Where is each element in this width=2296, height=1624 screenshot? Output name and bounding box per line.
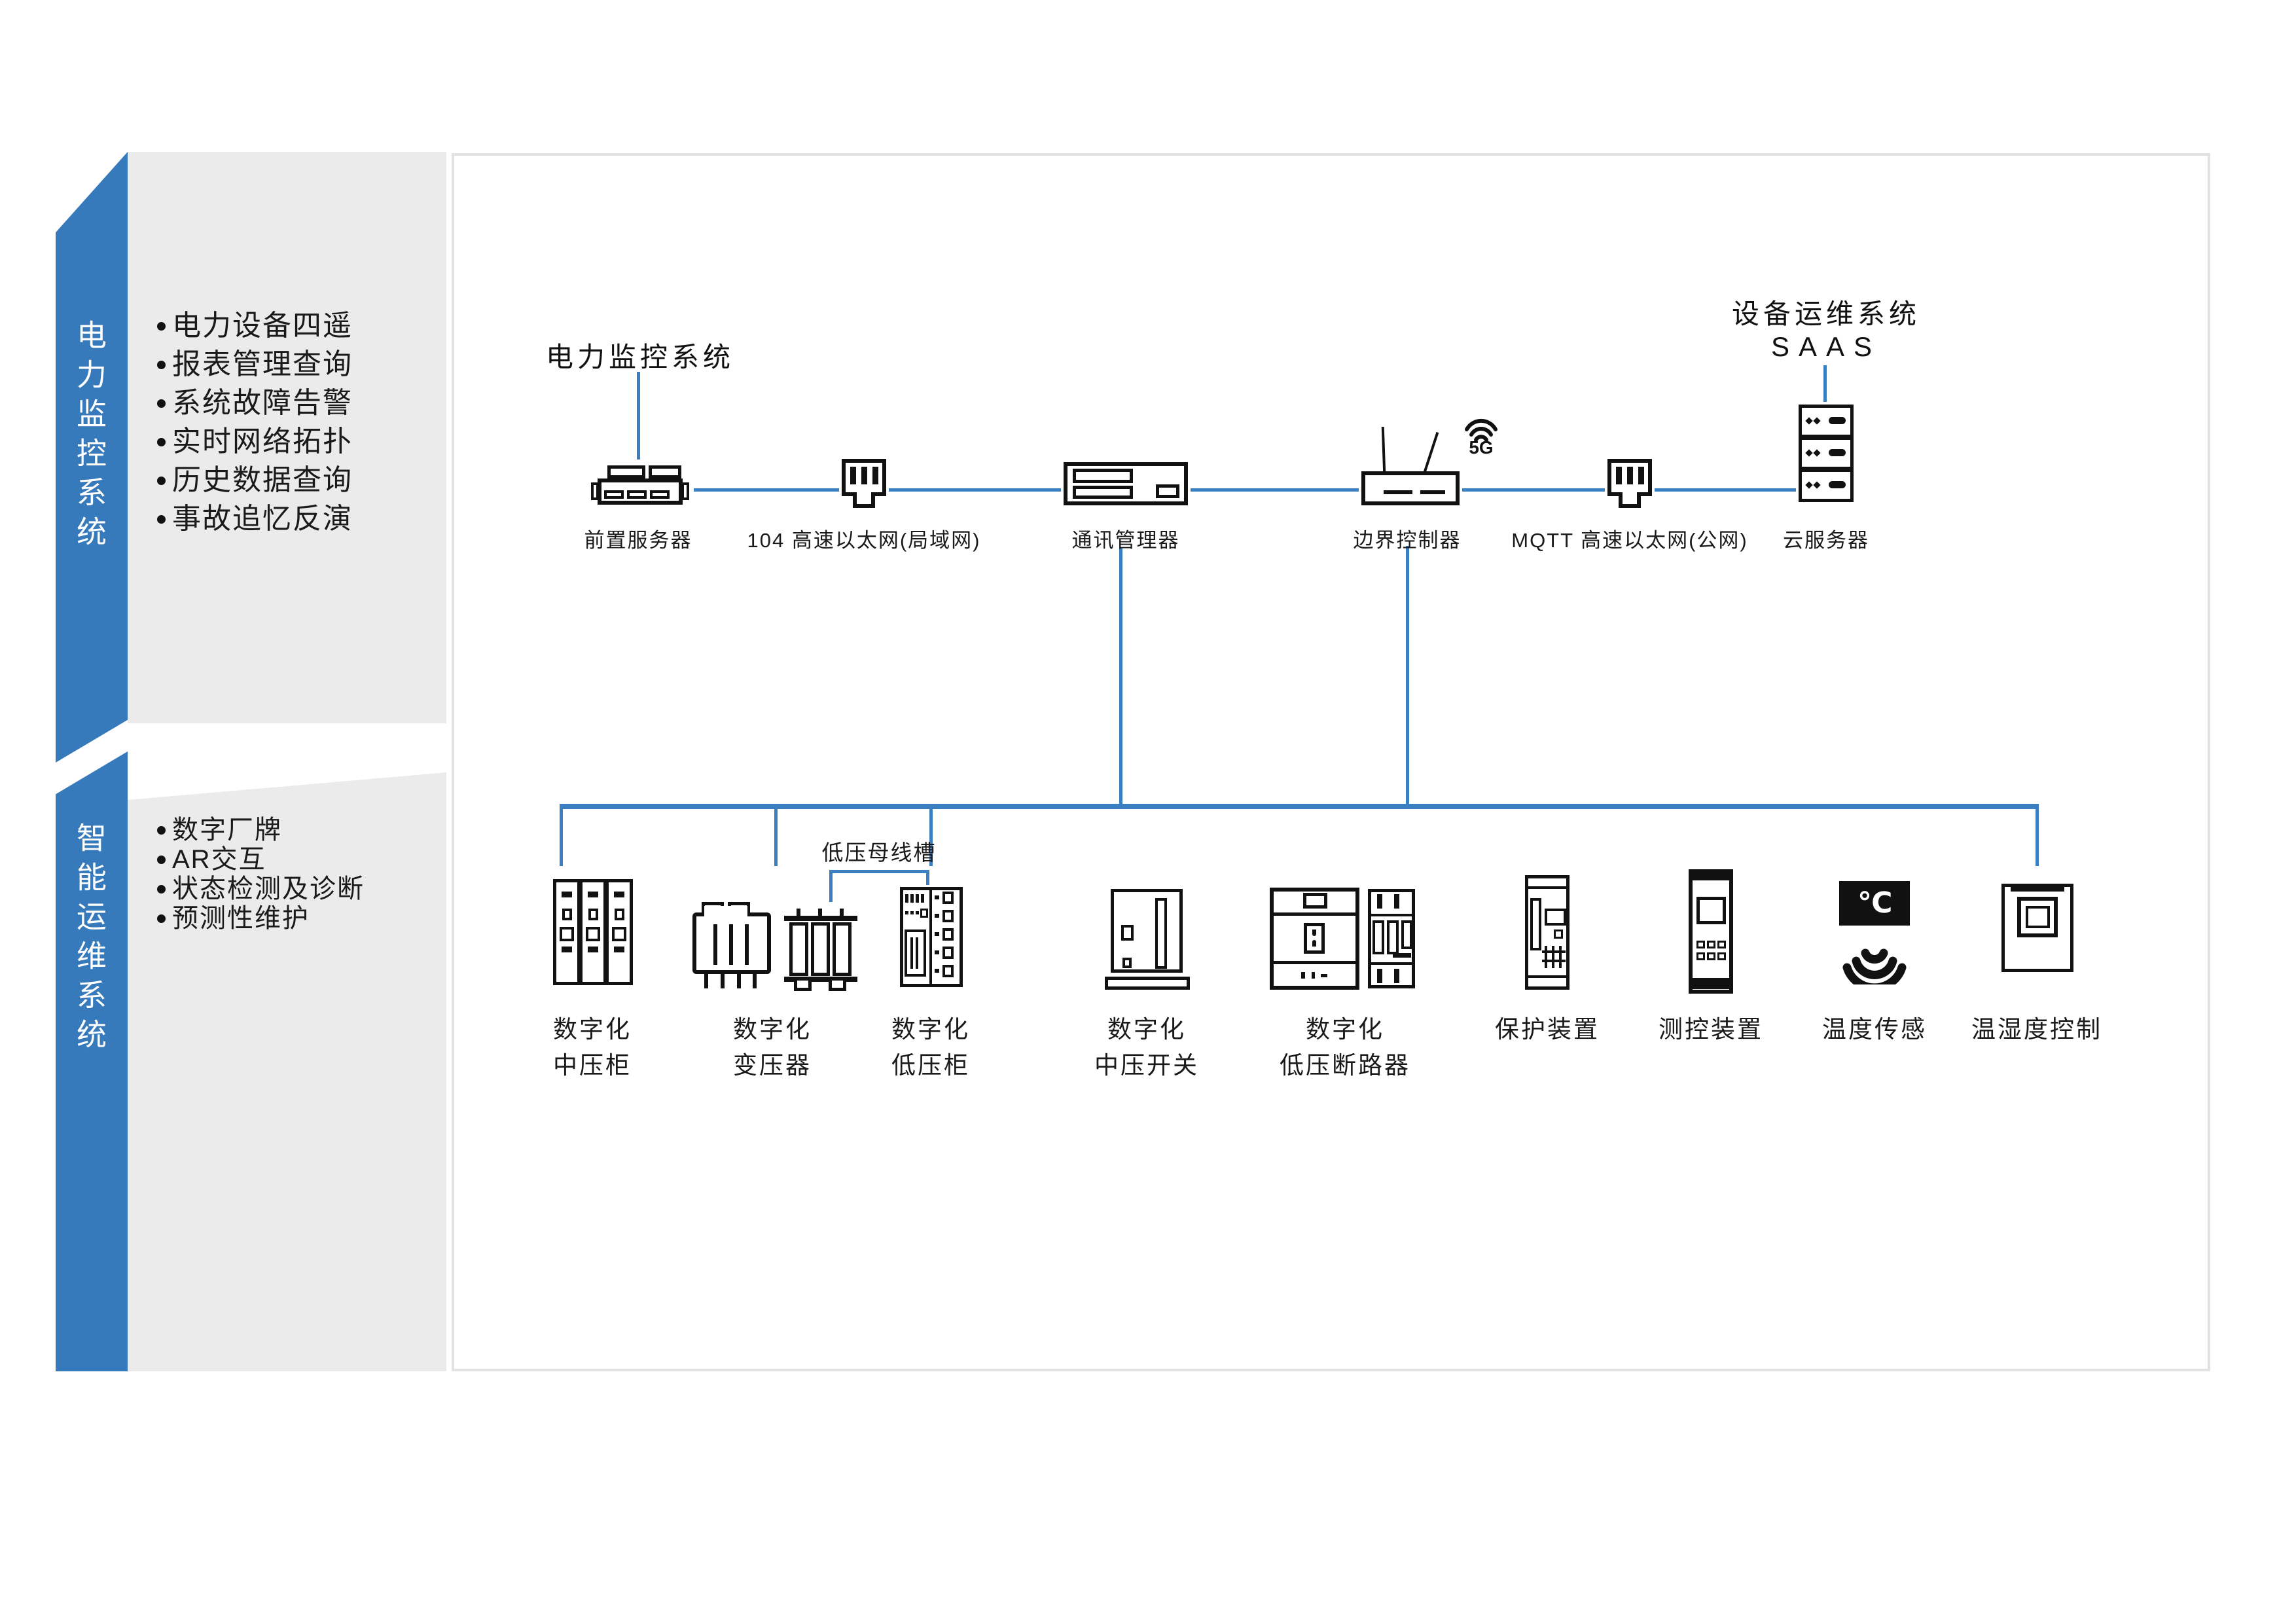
blue-banner-bottom: [56, 751, 128, 1371]
bottom-bus-line: [560, 804, 2039, 809]
list-item: 事故追忆反演: [157, 502, 353, 541]
list-item-label: 报表管理查询: [172, 348, 353, 380]
list-item: 系统故障告警: [157, 386, 353, 425]
device-label: 云服务器: [1783, 529, 1869, 552]
bus-drop-mv-cabinet: [560, 804, 563, 866]
device-label: 数字化变压器: [733, 1016, 812, 1079]
busway-bracket-left-leg: [829, 870, 833, 902]
list-item: 数字厂牌: [157, 816, 365, 846]
device-label: 边界控制器: [1353, 529, 1462, 552]
device-label: 104 高速以太网(局域网): [747, 529, 981, 552]
device-label: 温湿度控制: [1971, 1016, 2102, 1043]
device-label: 测控装置: [1659, 1016, 1763, 1043]
bullet-dot-icon: [157, 885, 166, 893]
connector-title-to-server: [637, 372, 640, 460]
device-label: 保护装置: [1495, 1016, 1600, 1043]
list-item: 实时网络拓扑: [157, 425, 353, 463]
bus-drop-temp-humidity: [2036, 804, 2039, 866]
list-item: AR交互: [157, 846, 365, 875]
banner-title-smart-om: 智能运维系统: [73, 822, 107, 1058]
drop-router-to-bus: [1406, 546, 1409, 806]
banner-title-power-monitoring: 电力监控系统: [73, 319, 107, 555]
bullet-dot-icon: [157, 361, 166, 369]
gray-panel-bottom: [128, 772, 446, 1371]
list-item: 状态检测及诊断: [157, 875, 365, 905]
connector-mqtt-cloud: [1655, 488, 1796, 492]
connector-router-mqtt: [1462, 488, 1605, 492]
list-item: 历史数据查询: [157, 463, 353, 502]
power-monitoring-feature-list: 电力设备四遥 报表管理查询 系统故障告警 实时网络拓扑 历史数据查询 事故追忆反…: [157, 309, 353, 541]
smart-om-feature-list: 数字厂牌 AR交互 状态检测及诊断 预测性维护: [157, 816, 365, 934]
bullet-dot-icon: [157, 477, 166, 485]
bullet-dot-icon: [157, 515, 166, 524]
device-label: MQTT 高速以太网(公网): [1511, 529, 1748, 552]
device-label: 温度传感: [1822, 1016, 1927, 1043]
busway-bracket-right-leg: [926, 870, 929, 885]
power-monitoring-system-title: 电力监控系统: [545, 342, 735, 372]
bus-drop-transformer: [774, 808, 778, 866]
list-item-label: 实时网络拓扑: [172, 425, 353, 458]
list-item-label: AR交互: [172, 845, 266, 874]
list-item: 预测性维护: [157, 905, 365, 934]
connector-commmanager-router: [1191, 488, 1359, 492]
list-item-label: 事故追忆反演: [172, 503, 353, 535]
device-label: 通讯管理器: [1071, 529, 1180, 552]
bus-drop-lv-cabinet: [929, 808, 933, 866]
list-item-label: 预测性维护: [172, 904, 310, 933]
list-item-label: 数字厂牌: [172, 816, 282, 844]
list-item: 报表管理查询: [157, 348, 353, 386]
wifi-5g-icon: [1465, 418, 1498, 442]
connector-saas-to-cloud: [1823, 365, 1827, 402]
blue-banner-top: [56, 152, 128, 763]
busway-label: 低压母线槽: [821, 840, 937, 865]
equipment-om-system-title: 设备运维系统: [1731, 298, 1921, 329]
connector-server-ethernet: [694, 488, 839, 492]
device-label: 数字化低压柜: [891, 1016, 970, 1079]
list-item-label: 系统故障告警: [172, 387, 353, 419]
bullet-dot-icon: [157, 399, 166, 408]
celsius-symbol: ℃: [1857, 887, 1893, 919]
list-item: 电力设备四遥: [157, 309, 353, 348]
device-label: 数字化中压柜: [553, 1016, 632, 1079]
bullet-dot-icon: [157, 826, 166, 835]
bullet-dot-icon: [157, 856, 166, 864]
list-item-label: 状态检测及诊断: [172, 875, 365, 903]
device-label: 数字化低压断路器: [1280, 1016, 1410, 1079]
bullet-dot-icon: [157, 438, 166, 446]
device-label: 数字化中压开关: [1094, 1016, 1199, 1079]
device-label: 前置服务器: [584, 529, 692, 552]
connector-ethernet-commmanager: [889, 488, 1061, 492]
gray-panel-top: [128, 152, 446, 723]
busway-bracket-top: [829, 870, 929, 873]
list-item-label: 电力设备四遥: [172, 310, 353, 342]
bullet-dot-icon: [157, 322, 166, 331]
bullet-dot-icon: [157, 914, 166, 923]
heat-waves-icon: [1842, 948, 1907, 984]
diagram-frame: [452, 153, 2210, 1371]
list-item-label: 历史数据查询: [172, 464, 353, 496]
drop-commmanager-to-bus: [1119, 547, 1122, 806]
saas-title: SAAS: [1770, 331, 1882, 362]
badge-5g: 5G: [1469, 437, 1494, 458]
